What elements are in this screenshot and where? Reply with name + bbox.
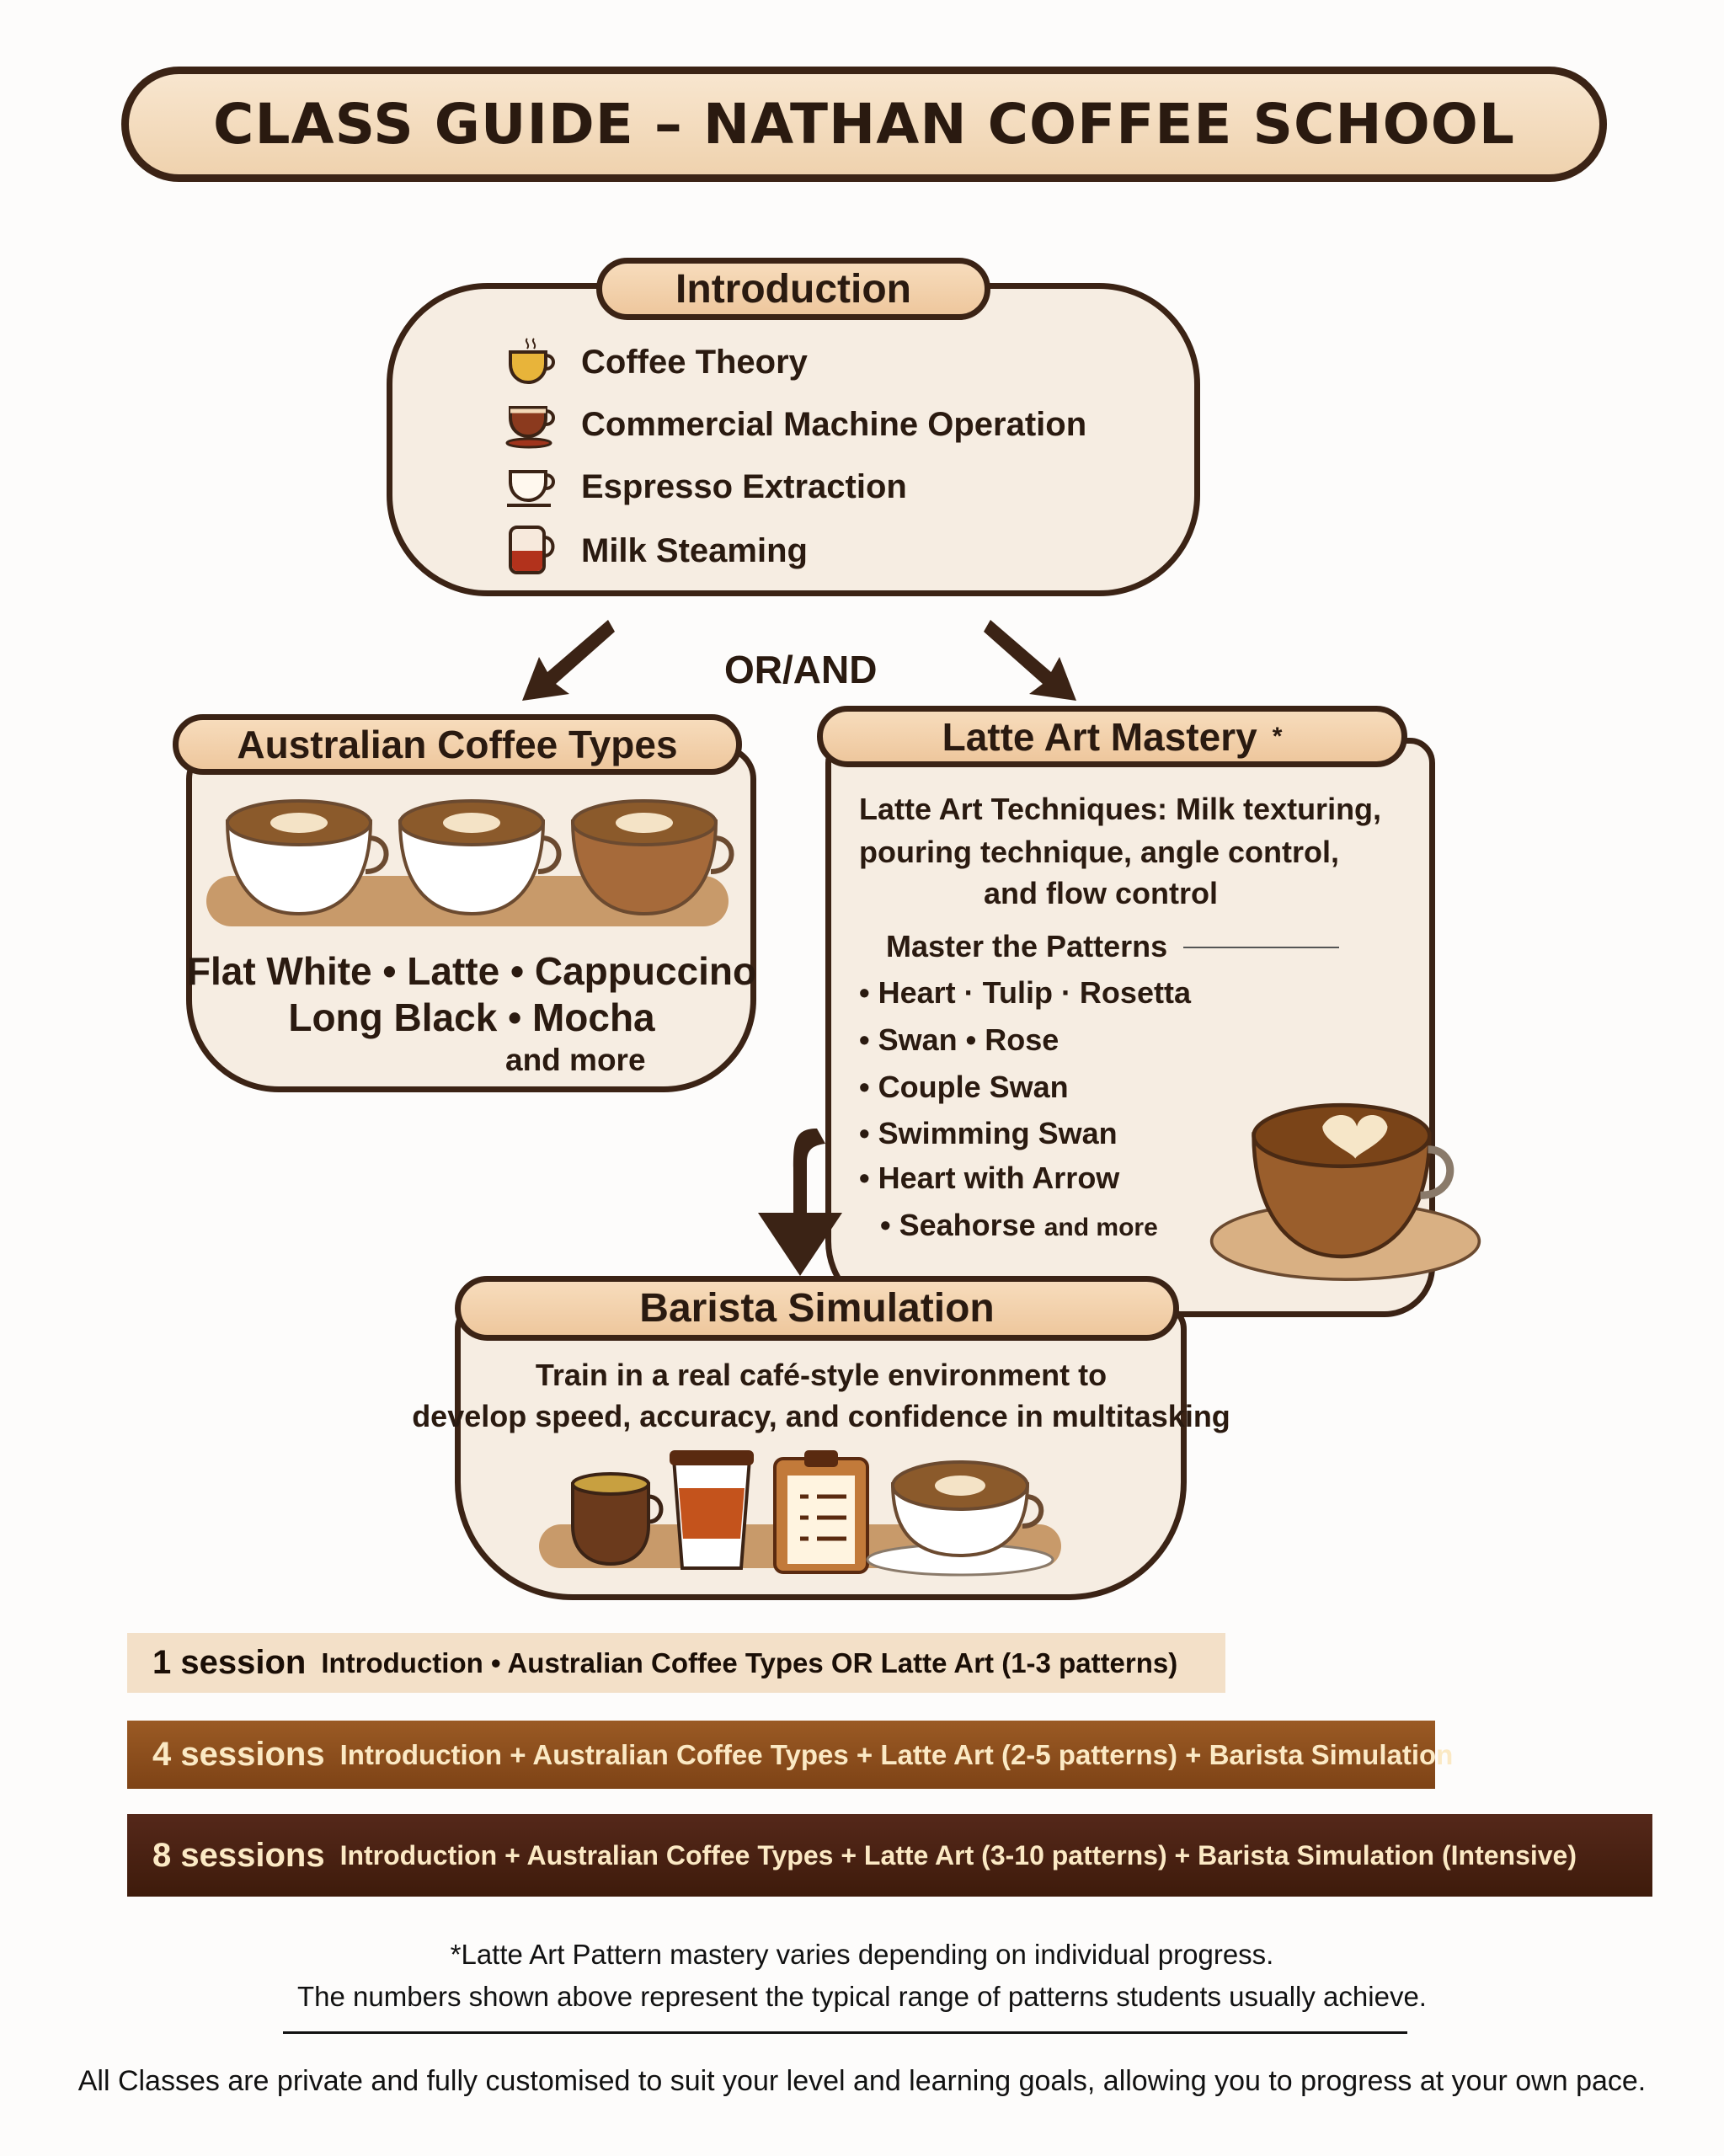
footnote: The numbers shown above represent the ty… bbox=[297, 1981, 1427, 2012]
barista-description: Train in a real café-style environment t… bbox=[535, 1358, 1108, 1392]
techniques-line: and flow control bbox=[984, 876, 1218, 910]
intro-item-label: Espresso Extraction bbox=[581, 467, 907, 505]
intro-item: Commercial Machine Operation bbox=[505, 399, 1086, 450]
package-description: Introduction • Australian Coffee Types O… bbox=[321, 1646, 1178, 1678]
pattern-item: • Heart · Tulip · Rosetta bbox=[859, 975, 1191, 1010]
pattern-item: • Seahorse and more bbox=[880, 1208, 1158, 1243]
pattern-item: • Swimming Swan bbox=[859, 1116, 1118, 1150]
intro-item-label: Coffee Theory bbox=[581, 343, 808, 381]
intro-item: Milk Steaming bbox=[505, 524, 808, 578]
barista-description: develop speed, accuracy, and confidence … bbox=[412, 1399, 1230, 1433]
introduction-heading: Introduction bbox=[596, 258, 990, 320]
asterisk-mark: * bbox=[1272, 722, 1283, 750]
latte-art-heading-text: Latte Art Mastery bbox=[942, 714, 1257, 759]
closing-statement: All Classes are private and fully custom… bbox=[77, 2065, 1647, 2097]
intro-item: Espresso Extraction bbox=[505, 462, 907, 512]
australian-types-line1: Flat White • Latte • Cappuccino bbox=[186, 949, 757, 993]
package-1-session: 1 session Introduction • Australian Coff… bbox=[127, 1633, 1225, 1693]
small-coffee-icon bbox=[571, 1472, 664, 1566]
package-sessions: 1 session bbox=[152, 1644, 307, 1681]
pattern-item: • Couple Swan bbox=[859, 1070, 1069, 1104]
takeaway-cup-icon bbox=[670, 1450, 754, 1570]
intro-item-label: Commercial Machine Operation bbox=[581, 405, 1087, 443]
divider bbox=[283, 2031, 1407, 2034]
latte-cup-small-icon bbox=[866, 1460, 1054, 1577]
divider bbox=[1183, 947, 1339, 948]
techniques-line: Latte Art Techniques: Milk texturing, bbox=[859, 792, 1382, 826]
package-description: Introduction + Australian Coffee Types +… bbox=[339, 1738, 1454, 1770]
page-title: CLASS GUIDE – NATHAN COFFEE SCHOOL bbox=[121, 67, 1607, 182]
pattern-item: • Swan • Rose bbox=[859, 1022, 1059, 1057]
pattern-seahorse: • Seahorse bbox=[880, 1208, 1036, 1242]
australian-heading: Australian Coffee Types bbox=[173, 714, 742, 775]
clipboard-icon bbox=[773, 1450, 869, 1574]
australian-and-more: and more bbox=[505, 1043, 646, 1077]
latte-art-heading: Latte Art Mastery * bbox=[817, 706, 1407, 767]
or-and-label: OR/AND bbox=[724, 648, 878, 691]
footnote: *Latte Art Pattern mastery varies depend… bbox=[450, 1939, 1274, 1970]
espresso-cup-icon bbox=[505, 406, 555, 449]
package-8-sessions: 8 sessions Introduction + Australian Cof… bbox=[127, 1814, 1652, 1897]
arrow-down-left-icon bbox=[522, 620, 615, 701]
intro-item-label: Milk Steaming bbox=[581, 531, 808, 569]
australian-types-line2: Long Black • Mocha bbox=[288, 995, 655, 1039]
patterns-heading: Master the Patterns bbox=[886, 929, 1168, 963]
coffee-cups-icon bbox=[225, 799, 734, 916]
barista-heading: Barista Simulation bbox=[455, 1276, 1179, 1341]
intro-item: Coffee Theory bbox=[505, 337, 808, 387]
and-more: and more bbox=[1043, 1214, 1158, 1241]
barista-tools-icons bbox=[571, 1450, 1054, 1577]
coffee-cup-icon bbox=[509, 338, 555, 385]
package-sessions: 8 sessions bbox=[152, 1836, 325, 1874]
package-sessions: 4 sessions bbox=[152, 1736, 325, 1773]
latte-cup-icon bbox=[1209, 1102, 1481, 1281]
techniques-line: pouring technique, angle control, bbox=[859, 835, 1340, 869]
package-4-sessions: 4 sessions Introduction + Australian Cof… bbox=[127, 1721, 1453, 1789]
cup-outline-icon bbox=[507, 470, 555, 507]
pattern-item: • Heart with Arrow bbox=[859, 1161, 1120, 1195]
package-description: Introduction + Australian Coffee Types +… bbox=[339, 1839, 1577, 1870]
arrow-down-right-icon bbox=[984, 620, 1076, 701]
arrow-down-icon bbox=[758, 1129, 842, 1276]
milk-jug-icon bbox=[509, 526, 555, 574]
